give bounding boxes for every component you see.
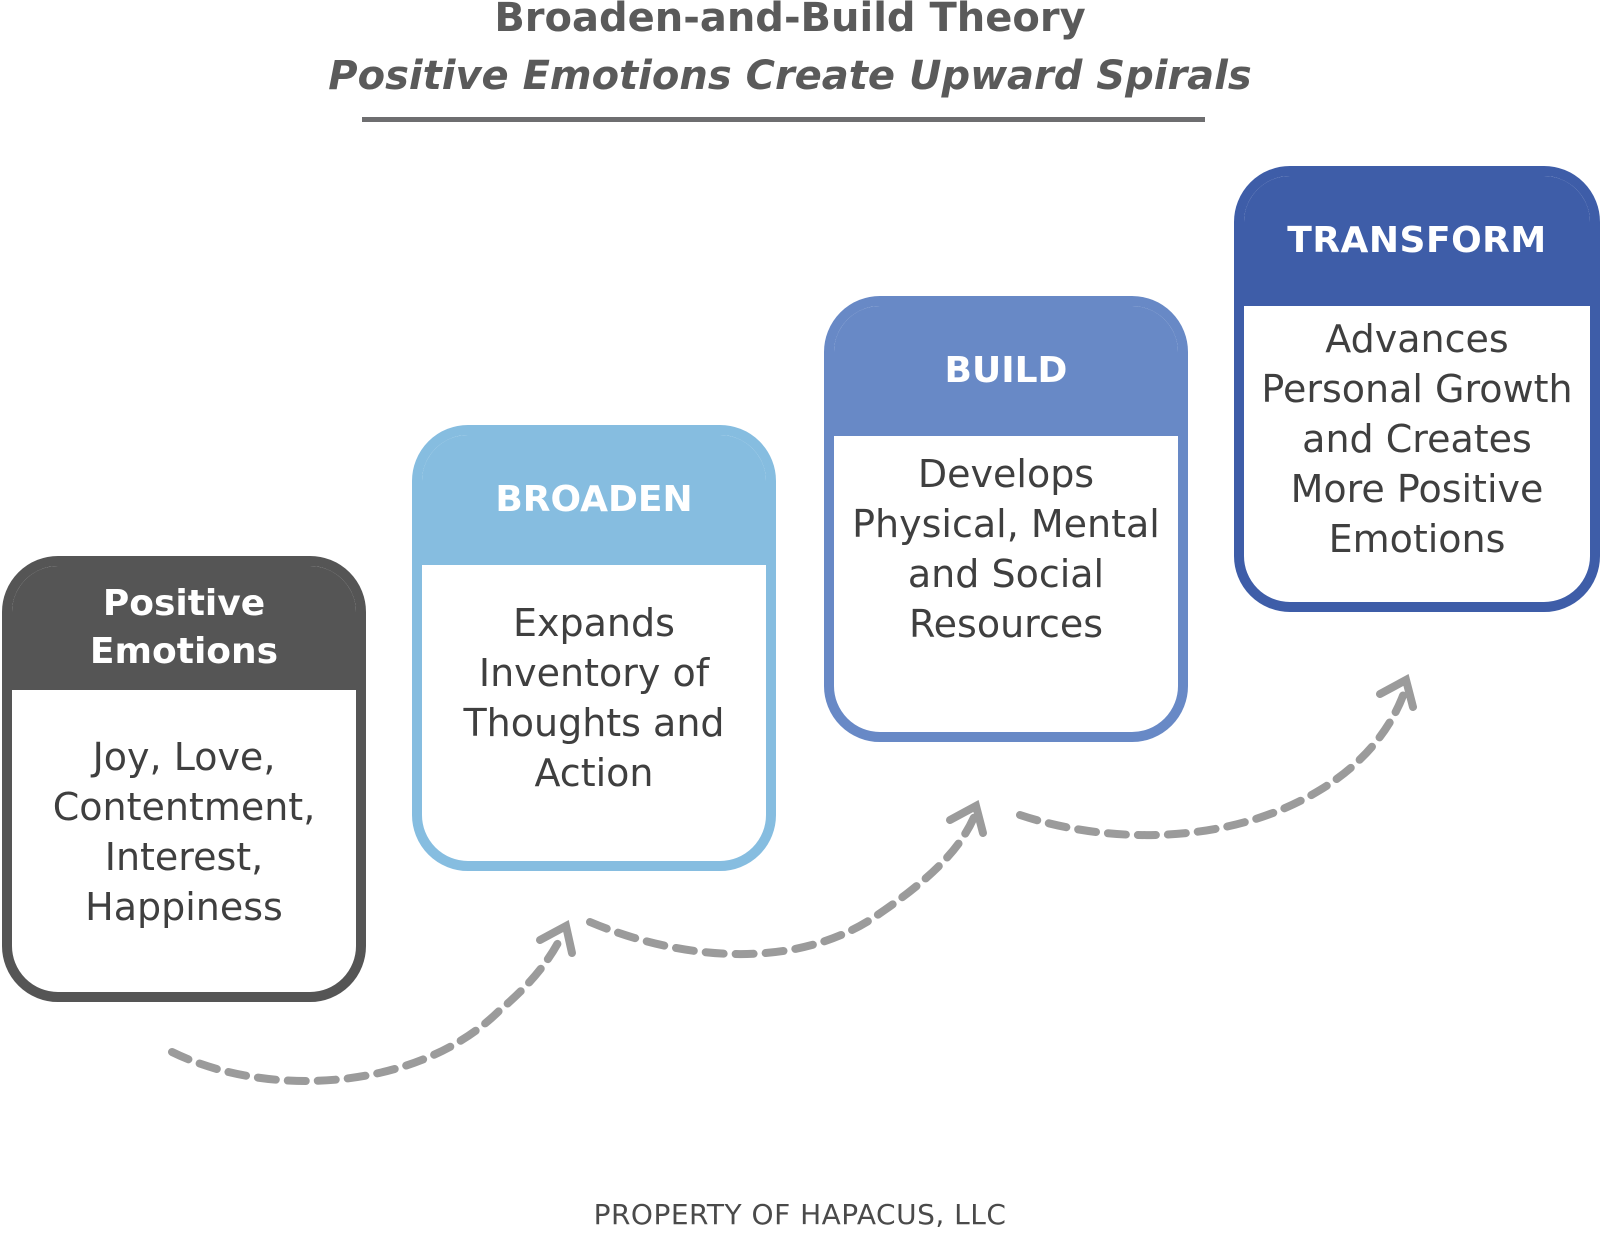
build-box: BUILD Develops Physical, Mental and Soci… xyxy=(824,296,1188,742)
spiral-arrow-1 xyxy=(168,931,566,1085)
title-divider xyxy=(362,117,1205,122)
transform-body: Advances Personal Growth and Creates Mor… xyxy=(1261,317,1573,561)
broaden-body: Expands Inventory of Thoughts and Action xyxy=(463,601,725,795)
copyright-footer: PROPERTY OF HAPACUS, LLC xyxy=(593,1198,1007,1231)
broaden-box: BROADEN Expands Inventory of Thoughts an… xyxy=(412,425,776,871)
transform-box: TRANSFORM Advances Personal Growth and C… xyxy=(1234,166,1600,612)
diagram-title: Broaden-and-Build Theory xyxy=(494,0,1086,41)
transform-heading: TRANSFORM xyxy=(1244,176,1590,306)
arrowhead-2 xyxy=(946,800,987,837)
positive-emotions-body: Joy, Love, Contentment, Interest, Happin… xyxy=(52,735,316,929)
spiral-arrow-2 xyxy=(586,811,979,958)
positive-emotions-box: Positive Emotions Joy, Love, Contentment… xyxy=(2,556,366,1002)
spiral-arrow-3 xyxy=(1016,686,1409,840)
arrowhead-3 xyxy=(1376,674,1417,711)
diagram-subtitle: Positive Emotions Create Upward Spirals xyxy=(328,53,1252,99)
arrowhead-1 xyxy=(536,919,576,957)
broaden-heading: BROADEN xyxy=(422,435,766,565)
build-heading: BUILD xyxy=(834,306,1178,436)
positive-emotions-heading: Positive Emotions xyxy=(12,566,356,690)
build-body: Develops Physical, Mental and Social Res… xyxy=(852,452,1160,646)
